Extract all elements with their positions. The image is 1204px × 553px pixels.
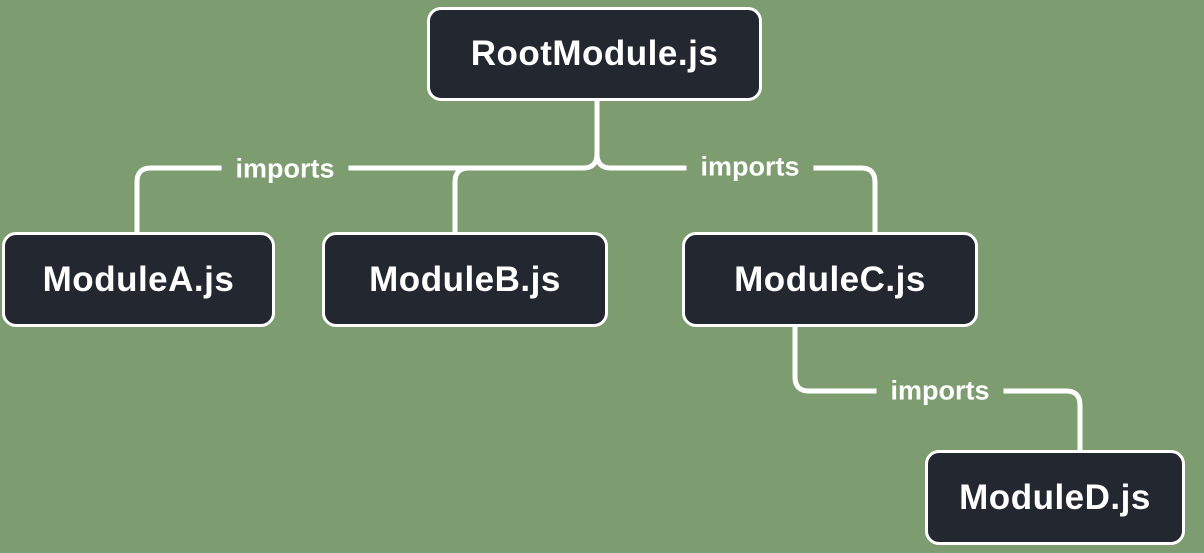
edge-label-imports-right: imports (686, 149, 814, 185)
node-moduleB-label: ModuleB.js (369, 259, 561, 299)
node-moduleC-label: ModuleC.js (734, 259, 926, 299)
node-moduleD-label: ModuleD.js (959, 477, 1151, 517)
edge-label-imports-bottom: imports (876, 373, 1004, 409)
connector-root-to-moduleA (134, 101, 600, 232)
node-moduleA-label: ModuleA.js (42, 259, 235, 299)
node-rootmodule: RootModule.js (427, 7, 762, 101)
connector-branch-to-moduleB (452, 165, 470, 232)
node-moduleD: ModuleD.js (925, 450, 1185, 545)
node-moduleB: ModuleB.js (322, 232, 608, 327)
edge-label-imports-left: imports (221, 151, 349, 187)
node-moduleA: ModuleA.js (2, 232, 275, 327)
node-moduleC: ModuleC.js (682, 232, 978, 327)
node-rootmodule-label: RootModule.js (470, 34, 719, 73)
